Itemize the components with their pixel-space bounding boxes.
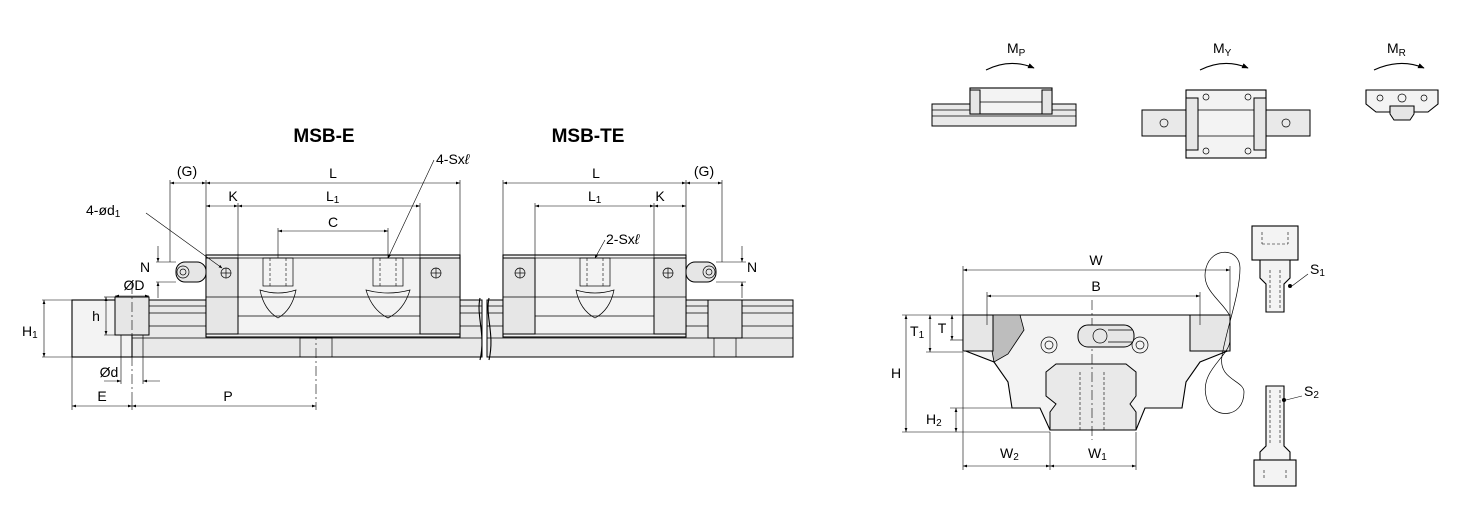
moment-roll-figure: MR [1365,40,1439,121]
front-dimensions: W B H T1 T H2 [891,252,1325,470]
end-holes-label: 4-ød1 [86,202,121,220]
flange-thickness-label: T [938,320,947,336]
bolt-hole-dia-label: Ød [100,364,119,380]
moment-icons: MP MY MR [931,40,1439,159]
side-offset-label: W2 [1000,445,1019,463]
front-view: W B H T1 T H2 [891,225,1325,487]
screw-s2 [1253,385,1297,487]
grease-gap-left-label: (G) [177,163,197,179]
end-seal-left-label: K [228,188,238,204]
tap-two-label: 2-Sxℓ [606,231,640,247]
mount-span-label: B [1091,278,1100,294]
rail-pitch-label: P [223,388,232,404]
side-view: MSB-E MSB-TE [22,126,794,410]
tap-four-label: 4-Sxℓ [436,151,470,167]
msb-e-title: MSB-E [293,126,354,147]
counterbore-dia-label: ØD [124,277,145,293]
moment-roll-label: MR [1387,40,1406,59]
moment-yaw-figure: MY [1141,40,1311,159]
body-length-left-label: L1 [326,188,340,206]
end-seal-right-label: K [655,188,665,204]
top-thickness-label: T1 [910,323,925,341]
rail-end-profile [1045,363,1137,431]
rail-width-label: W1 [1088,445,1107,463]
moment-pitch-figure: MP [931,40,1077,127]
length-left-label: L [329,165,337,181]
screw-two-label: S2 [1304,383,1319,401]
clearance-label: H2 [926,411,942,429]
nipple-height-left-label: N [140,259,150,275]
counterbore-depth-label: h [92,308,100,324]
screw-one-label: S1 [1310,261,1325,279]
moment-yaw-label: MY [1213,40,1232,59]
total-height-label: H [891,365,901,381]
moment-pitch-label: MP [1007,40,1026,59]
screw-s1 [1251,225,1299,313]
grease-gap-right-label: (G) [694,163,714,179]
length-right-label: L [592,165,600,181]
end-distance-label: E [97,388,106,404]
hole-pitch-label: C [328,214,338,230]
msb-te-title: MSB-TE [552,126,625,147]
msb-te-block [502,254,717,338]
nipple-height-right-label: N [747,259,757,275]
width-label: W [1089,252,1103,268]
side-dimensions: (G) L L1 K C L (G) L1 K [22,151,757,410]
msb-e-block [175,254,461,338]
rail-height-label: H1 [22,323,38,341]
body-length-right-label: L1 [588,188,602,206]
